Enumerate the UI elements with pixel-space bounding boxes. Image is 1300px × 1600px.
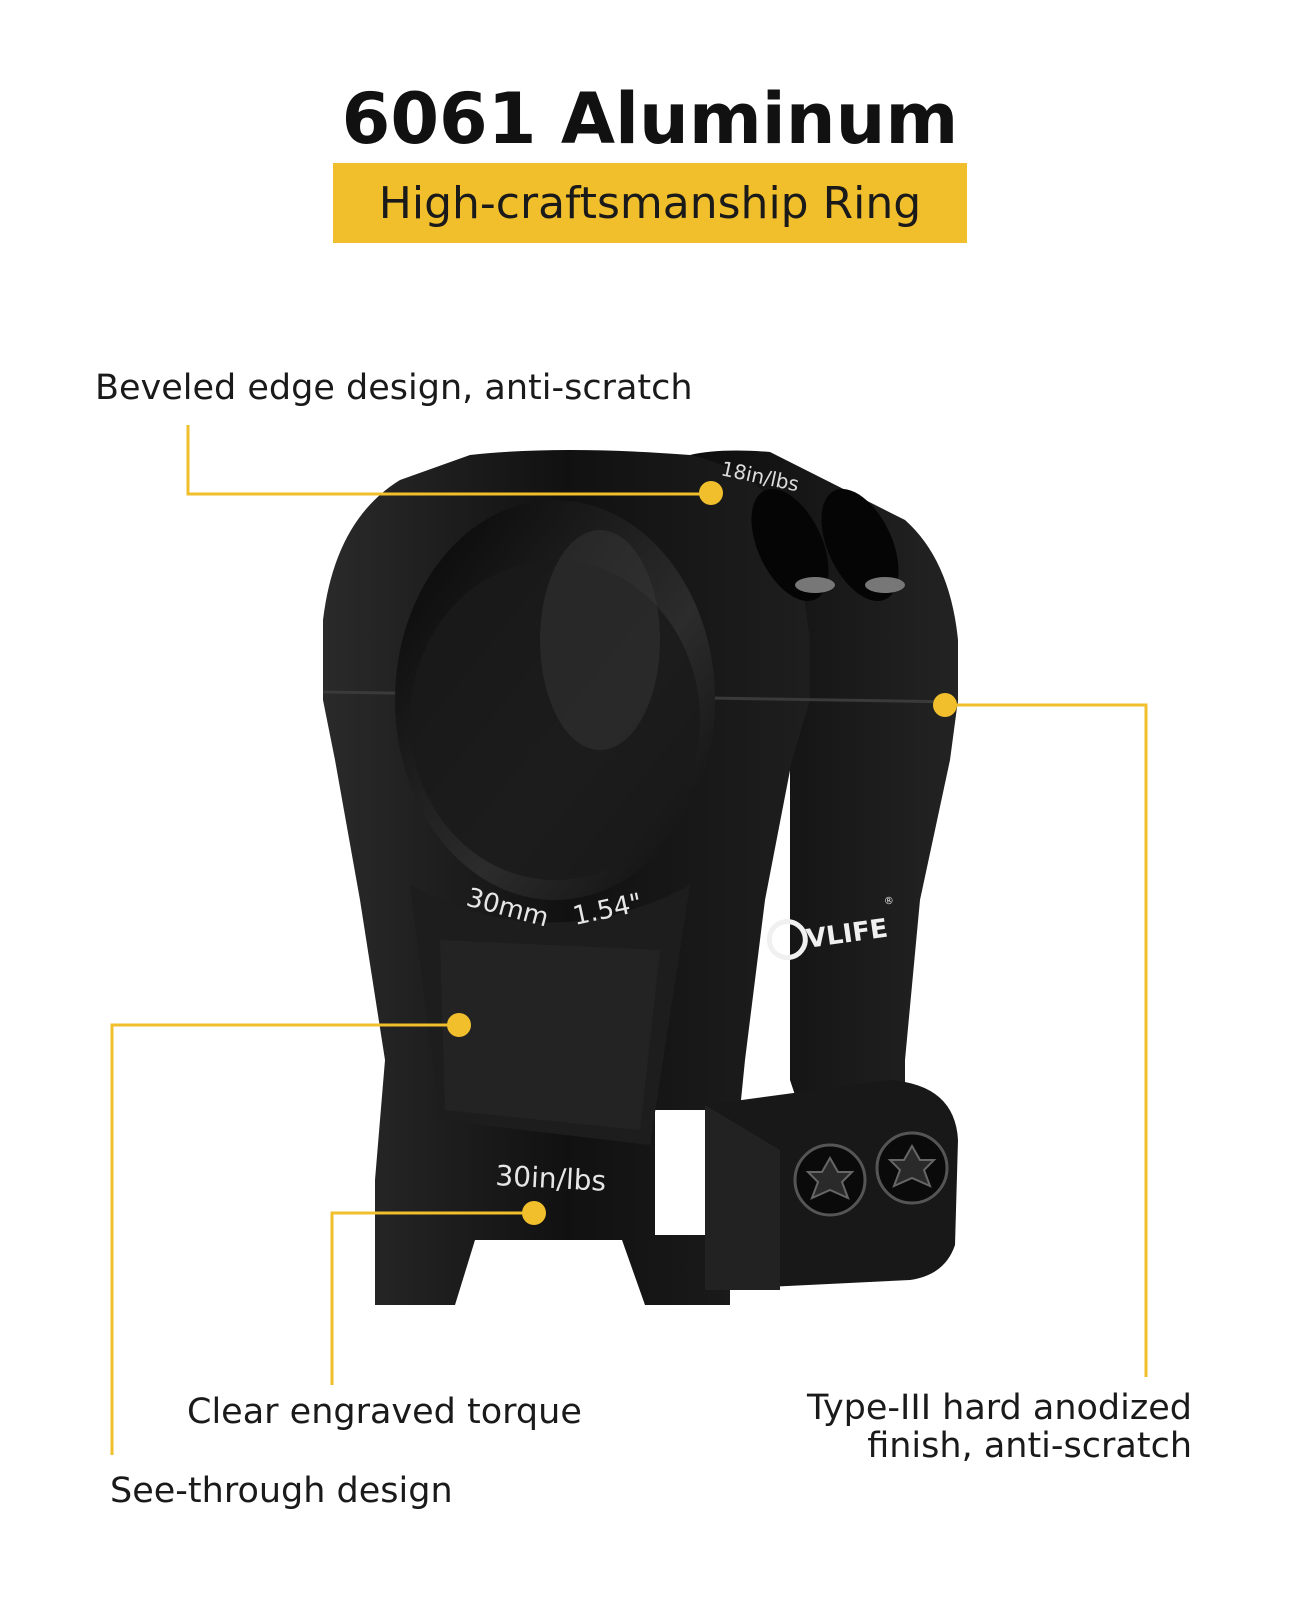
callout-dot-torque — [522, 1201, 546, 1225]
callout-anodized-line1: Type-III hard anodized — [807, 1388, 1192, 1428]
callout-line-see-through — [110, 1023, 459, 1455]
callout-line-torque — [330, 1211, 534, 1385]
page-title: 6061 Aluminum — [341, 78, 959, 160]
callout-beveled-edge: Beveled edge design, anti-scratch — [95, 368, 693, 408]
ring-bore-highlight — [540, 530, 660, 750]
callout-dot-anodized — [933, 693, 957, 717]
callout-line-beveled — [186, 425, 710, 496]
callout-line-anodized — [945, 703, 1148, 1377]
engraving-base-torque: 30in/lbs — [495, 1159, 607, 1198]
subtitle-text: High-craftsmanship Ring — [378, 177, 922, 229]
torx-screw-left — [793, 1143, 867, 1217]
ring-bore-inner — [410, 560, 700, 880]
brand-logo-ring-icon — [766, 919, 808, 961]
callout-anodized-line2: finish, anti-scratch — [867, 1426, 1192, 1466]
callout-see-through: See-through design — [110, 1471, 453, 1511]
cap-screw-slots — [751, 488, 905, 602]
callout-dot-see-through — [447, 1013, 471, 1037]
callout-dot-beveled — [699, 481, 723, 505]
brand-logo-registered: ® — [883, 895, 894, 907]
callout-engraved-torque: Clear engraved torque — [187, 1392, 582, 1432]
see-through-window-shade — [440, 940, 660, 1130]
subtitle-banner: High-craftsmanship Ring — [333, 163, 967, 243]
base-clamp-lip — [705, 1105, 780, 1290]
torx-screw-right — [875, 1131, 949, 1205]
